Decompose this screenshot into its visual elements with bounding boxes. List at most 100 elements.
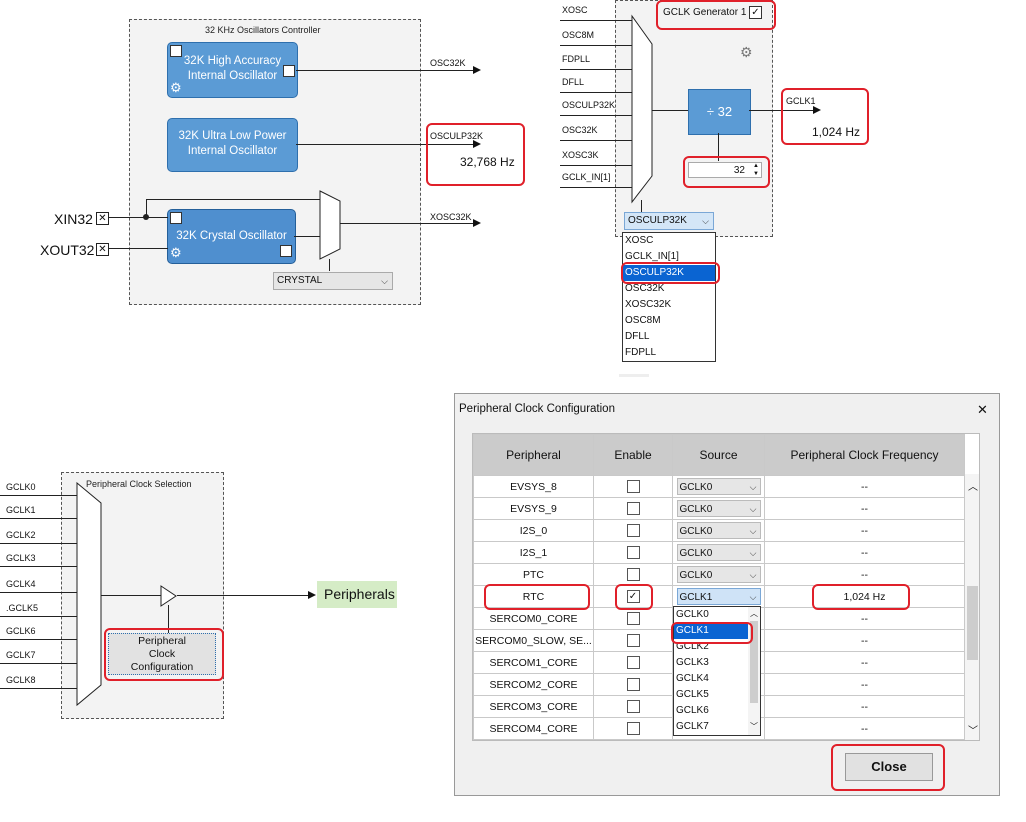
source-option[interactable]: GCLK6 [676, 705, 709, 716]
peripheral-name-cell: SERCOM4_CORE [473, 717, 594, 740]
frequency-cell: -- [764, 695, 965, 718]
xosc32k-enable-checkbox[interactable] [170, 212, 182, 224]
gclk-source-option[interactable]: DFLL [625, 331, 650, 342]
chevron-up-icon[interactable]: ︿ [968, 482, 978, 493]
periph-input-wire [0, 639, 78, 640]
dialog-close-icon[interactable]: ✕ [977, 402, 988, 417]
source-option[interactable]: GCLK1 [674, 623, 748, 639]
source-option[interactable]: GCLK2 [676, 641, 709, 652]
osc32k-output-checkbox[interactable] [283, 65, 295, 77]
periph-input-label: GCLK7 [6, 650, 36, 660]
crystal-mode-select[interactable]: CRYSTAL ⌵ [273, 272, 393, 290]
enable-cell [593, 541, 673, 564]
chevron-down-icon[interactable]: ﹀ [968, 726, 978, 737]
osc32k-enable-checkbox[interactable] [170, 45, 182, 57]
periph-input-label: GCLK3 [6, 553, 36, 563]
mux-to-divider-wire [652, 110, 688, 111]
gclk-input-label: XOSC3K [562, 150, 599, 160]
enable-checkbox[interactable] [626, 524, 640, 537]
xosc32k-out-wire [340, 223, 474, 224]
source-option[interactable]: GCLK4 [676, 673, 709, 684]
peripheral-mux [76, 481, 102, 707]
osc32k-block[interactable]: 32K High Accuracy Internal Oscillator [167, 42, 298, 98]
spin-down-icon[interactable]: ▼ [753, 171, 759, 177]
column-header-peripheral[interactable]: Peripheral [473, 434, 594, 476]
peripheral-name-cell: EVSYS_8 [473, 475, 594, 498]
gclk-input-wire [560, 69, 632, 70]
table-row[interactable]: SERCOM3_CORE-- [473, 695, 965, 718]
xin32-pin-label: XIN32 [54, 211, 93, 227]
gclk-source-option[interactable]: OSCULP32K [623, 265, 715, 281]
source-select[interactable]: GCLK0⌵ [676, 544, 761, 561]
xosc32k-block[interactable]: 32K Crystal Oscillator [167, 209, 296, 264]
peripheral-clock-selection-title: Peripheral Clock Selection [86, 479, 192, 489]
highlight-rtc-enable [615, 584, 653, 610]
gclk-source-option[interactable]: XOSC32K [625, 299, 672, 310]
osculp32k-block[interactable]: 32K Ultra Low Power Internal Oscillator [167, 118, 298, 172]
scrollbar-thumb[interactable] [967, 586, 978, 660]
gclk-enable-checkbox[interactable]: ✓ [749, 6, 762, 19]
chevron-up-icon[interactable]: ︿ [750, 609, 758, 618]
gclk-source-option[interactable]: XOSC [625, 235, 654, 246]
source-select[interactable]: GCLK1⌵ [676, 588, 761, 605]
scrollbar-thumb[interactable] [750, 621, 758, 703]
spin-up-icon[interactable]: ▲ [753, 163, 759, 169]
source-select[interactable]: GCLK0⌵ [676, 522, 761, 539]
enable-checkbox[interactable] [626, 722, 640, 735]
enable-checkbox[interactable] [626, 480, 640, 493]
source-value: GCLK0 [679, 526, 713, 537]
source-select[interactable]: GCLK0⌵ [676, 566, 761, 583]
column-header-source[interactable]: Source [672, 434, 765, 476]
highlight-rtc-name [484, 584, 590, 610]
highlight-gclk1-option [671, 622, 753, 644]
source-option[interactable]: GCLK5 [676, 689, 709, 700]
enable-checkbox[interactable] [626, 568, 640, 581]
source-cell: GCLK0⌵ [672, 475, 765, 498]
periph-input-label: GCLK4 [6, 579, 36, 589]
xosc32k-output-checkbox[interactable] [280, 245, 292, 257]
gclk-divider-spinbox[interactable]: 32 ▲ ▼ [688, 162, 762, 178]
enable-checkbox[interactable] [626, 678, 640, 691]
table-header-row: Peripheral Enable Source Peripheral Cloc… [473, 434, 965, 476]
osc-controller-title: 32 KHz Oscillators Controller [205, 25, 321, 35]
source-option[interactable]: GCLK7 [676, 721, 709, 732]
source-option[interactable]: GCLK3 [676, 657, 709, 668]
gear-icon[interactable]: ⚙ [170, 245, 182, 260]
chevron-down-icon[interactable]: ﹀ [750, 722, 758, 731]
enable-checkbox[interactable] [626, 502, 640, 515]
column-header-enable[interactable]: Enable [593, 434, 673, 476]
enable-checkbox[interactable] [626, 634, 640, 647]
gear-icon[interactable]: ⚙ [740, 44, 753, 60]
enable-checkbox[interactable] [626, 700, 640, 713]
enable-cell [593, 651, 673, 674]
source-option[interactable]: GCLK0 [676, 609, 709, 620]
peripheral-name-cell: PTC [473, 563, 594, 586]
enable-checkbox[interactable] [626, 612, 640, 625]
enable-checkbox[interactable] [626, 656, 640, 669]
dialog-close-button[interactable]: Close [845, 753, 933, 781]
source-select[interactable]: GCLK0⌵ [676, 500, 761, 517]
gear-icon[interactable]: ⚙ [170, 80, 182, 95]
gclk-input-label: OSCULP32K [562, 100, 616, 110]
enable-checkbox[interactable]: ✓ [626, 590, 640, 603]
column-header-frequency[interactable]: Peripheral Clock Frequency [764, 434, 965, 476]
gclk-source-option[interactable]: OSC8M [625, 315, 661, 326]
gclk-divider-block[interactable]: ÷ 32 [688, 89, 751, 135]
gclk-source-option[interactable]: GCLK_IN[1] [625, 251, 679, 262]
peripherals-label: Peripherals [317, 581, 397, 608]
peripheral-name-cell: I2S_0 [473, 519, 594, 542]
gclk-source-select[interactable]: OSCULP32K ⌵ [624, 212, 714, 230]
peripheral-clock-config-button[interactable]: Peripheral Clock Configuration [108, 633, 216, 675]
enable-checkbox[interactable] [626, 546, 640, 559]
gclk-source-option[interactable]: FDPLL [625, 347, 657, 358]
peripheral-name-cell: SERCOM0_SLOW, SE... [473, 629, 594, 652]
source-select[interactable]: GCLK0⌵ [676, 478, 761, 495]
gclk-source-option[interactable]: OSC32K [625, 283, 665, 294]
table-row[interactable]: RTC✓GCLK1⌵1,024 Hz [473, 585, 965, 608]
highlight-osculp32k-output [426, 123, 525, 186]
